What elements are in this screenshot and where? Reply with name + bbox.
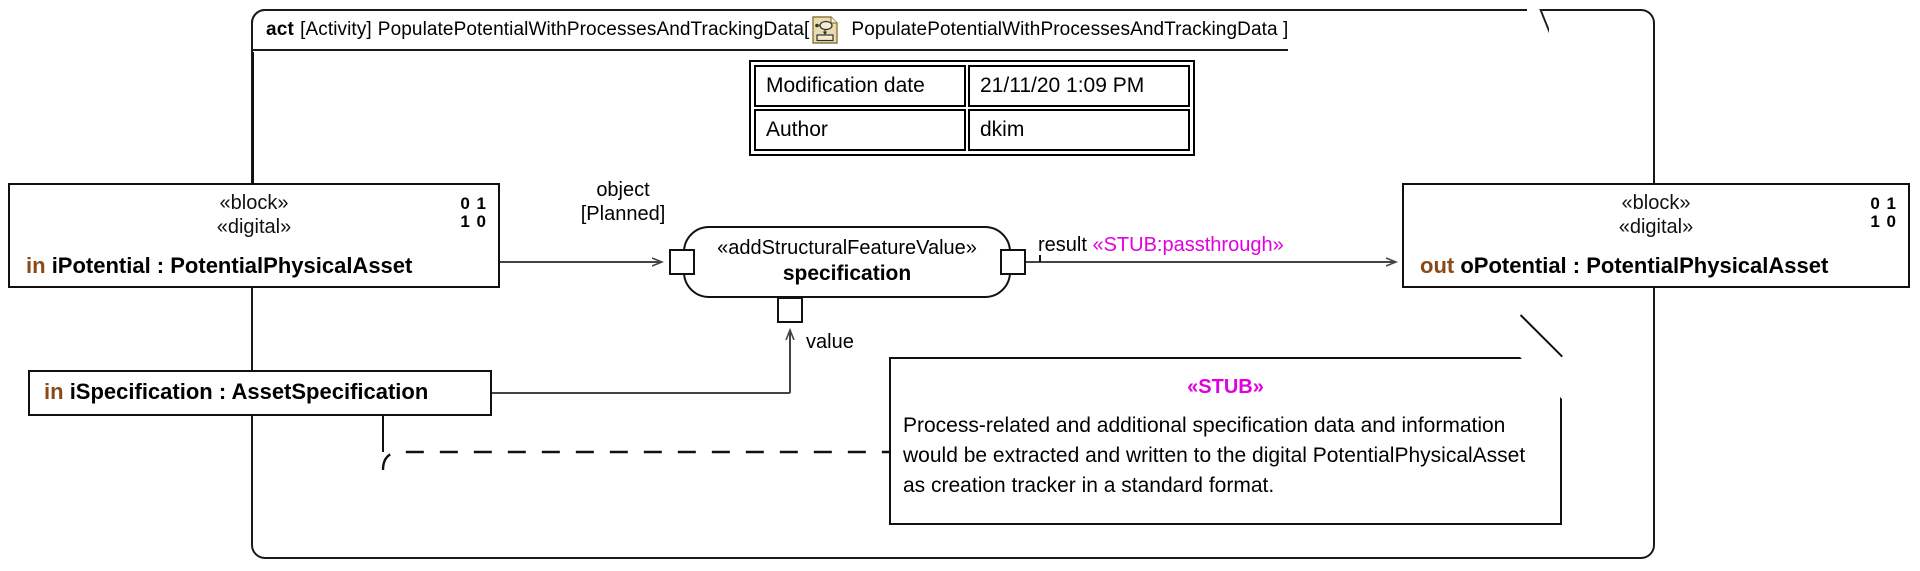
- direction-keyword: in: [44, 379, 64, 404]
- binary-row-bottom: 1 0: [1870, 211, 1897, 231]
- object-node-name: oPotential : PotentialPhysicalAsset: [1460, 253, 1829, 278]
- edge-label-result-stereotype: «STUB:passthrough»: [1092, 234, 1284, 256]
- table-row: Modification date 21/11/20 1:09 PM: [753, 64, 1191, 108]
- frame-type-label: [Activity]: [300, 19, 372, 40]
- digital-binary-marker: 0 1 1 0: [1870, 195, 1897, 231]
- output-pin-result[interactable]: [1000, 249, 1026, 275]
- edge-label-object-line1: object: [596, 179, 650, 201]
- object-node-input-potential[interactable]: «block» «digital» 0 1 1 0 in iPotential …: [8, 183, 500, 288]
- object-node-label: in iSpecification : AssetSpecification: [44, 379, 428, 405]
- input-pin-value[interactable]: [777, 297, 803, 323]
- activity-frame-title-tab: act [Activity] PopulatePotentialWithProc…: [251, 9, 1289, 51]
- object-node-input-specification[interactable]: in iSpecification : AssetSpecification: [28, 370, 492, 416]
- binary-row-top: 0 1: [460, 194, 487, 213]
- object-node-name: iPotential : PotentialPhysicalAsset: [51, 253, 413, 278]
- edge-label-object-line2: [Planned]: [580, 203, 666, 225]
- edge-label-result: result «STUB:passthrough»: [1038, 233, 1284, 257]
- stereotype-digital: «digital»: [216, 216, 292, 239]
- note-stereotype: «STUB»: [1187, 376, 1264, 398]
- frame-keyword: act: [266, 19, 295, 40]
- stereotype-block: «block»: [219, 192, 289, 214]
- object-node-label: in iPotential : PotentialPhysicalAsset: [26, 253, 412, 279]
- note-text: Process-related and additional specifica…: [903, 414, 1526, 497]
- stereotype-digital: «digital»: [1618, 216, 1694, 239]
- stereotype-group: «block» «digital»: [10, 185, 498, 240]
- object-node-name: iSpecification : AssetSpecification: [69, 379, 429, 404]
- input-pin-object[interactable]: [669, 249, 695, 275]
- action-stereotype: «addStructuralFeatureValue»: [717, 236, 977, 259]
- metadata-key: Modification date: [754, 65, 966, 107]
- direction-keyword: out: [1420, 253, 1455, 278]
- note-fold-corner: [1520, 357, 1562, 399]
- digital-binary-marker: 0 1 1 0: [460, 195, 487, 231]
- binary-row-bottom: 1 0: [460, 211, 487, 231]
- metadata-table: Modification date 21/11/20 1:09 PM Autho…: [749, 60, 1195, 156]
- direction-keyword: in: [26, 253, 46, 278]
- frame-qualified-name: PopulatePotentialWithProcessesAndTrackin…: [851, 19, 1289, 40]
- table-row: Author dkim: [753, 108, 1191, 152]
- action-name: specification: [782, 261, 912, 285]
- metadata-value: 21/11/20 1:09 PM: [968, 65, 1190, 107]
- object-node-output-potential[interactable]: «block» «digital» 0 1 1 0 out oPotential…: [1402, 183, 1910, 288]
- metadata-key: Author: [754, 109, 966, 151]
- activity-diagram-icon: [812, 16, 839, 44]
- edge-label-result-text: result: [1038, 234, 1087, 256]
- metadata-value: dkim: [968, 109, 1190, 151]
- binary-row-top: 0 1: [1870, 194, 1897, 213]
- frame-name: PopulatePotentialWithProcessesAndTrackin…: [377, 19, 810, 40]
- object-node-label: out oPotential : PotentialPhysicalAsset: [1420, 253, 1828, 279]
- frame-tab-bevel: [1527, 9, 1549, 51]
- action-node-specification[interactable]: «addStructuralFeatureValue» specificatio…: [683, 226, 1011, 298]
- stereotype-group: «block» «digital»: [1404, 185, 1908, 240]
- stereotype-block: «block»: [1621, 192, 1691, 214]
- edge-label-value: value: [806, 331, 854, 353]
- comment-note-stub[interactable]: «STUB» Process-related and additional sp…: [889, 314, 1563, 525]
- edge-label-object: object [Planned]: [568, 178, 678, 226]
